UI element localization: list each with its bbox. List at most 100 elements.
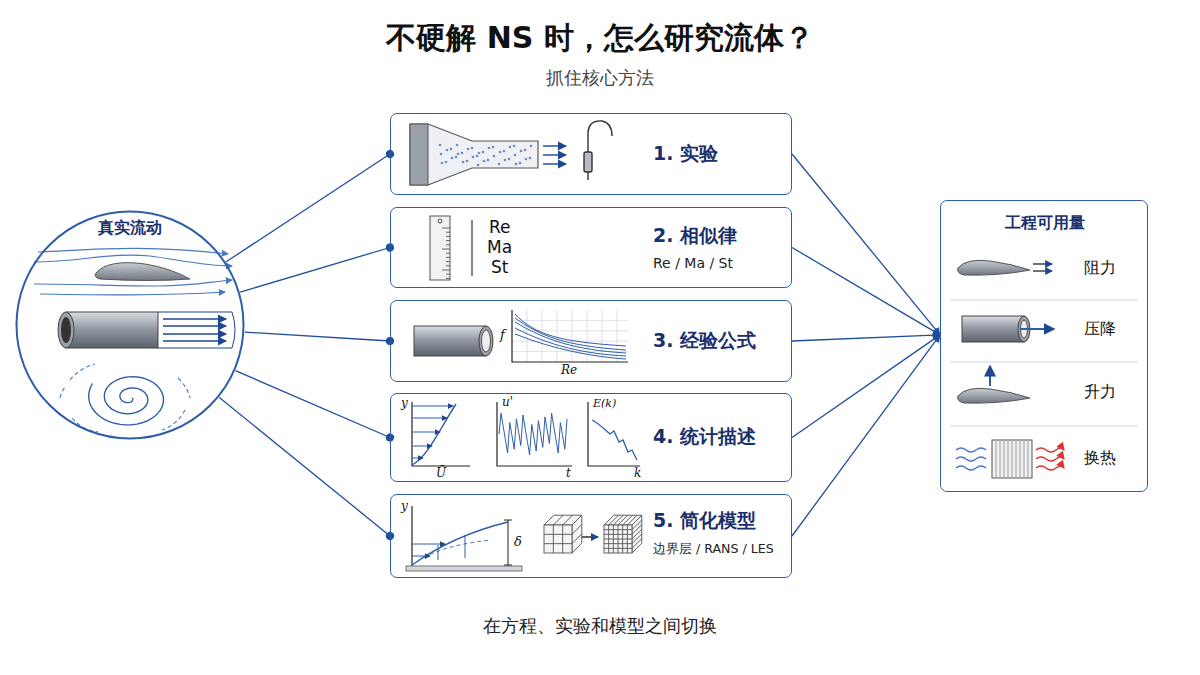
art-line [950,362,1138,363]
art-path [956,448,986,452]
streamlines [34,248,232,295]
art-path [1036,466,1064,470]
art-g [439,144,533,167]
art-line [543,154,566,156]
art-line [465,535,466,558]
node-text: 升力 [1084,382,1116,401]
art-line [412,432,440,433]
connector [792,154,940,335]
seed-dot [461,152,464,155]
art-line [989,366,991,386]
art-line [1033,270,1052,271]
cube-grid [613,515,623,525]
ruler-tick [442,228,450,229]
seed-dot [462,161,465,164]
art-path [38,248,228,254]
caption: 在方程、实验和模型之间切换 [0,614,1200,638]
seed-dot [529,157,532,160]
cube-grid [562,525,563,553]
seed-dot [504,159,507,162]
art-path [1036,457,1064,461]
method-box: 5. 简化模型边界层 / RANS / LES [390,494,792,578]
art-path [592,420,637,460]
seed-dot [456,144,459,147]
node-text: 边界层 / RANS / LES [653,541,774,556]
art-line [163,333,226,335]
cube-front [544,525,572,553]
connector [792,248,940,335]
pipe-small [414,326,493,356]
art-rect [992,440,1032,478]
fin [1012,441,1013,477]
cube-grid [632,525,642,535]
seed-dot [483,160,486,163]
seed-dot [440,153,443,156]
fin [996,441,997,477]
axis-label: Re [561,364,577,377]
ruler-tick [446,274,450,275]
ruler-tick [446,261,450,262]
art-line [163,318,226,320]
art-rect [962,316,1024,342]
art-g [996,441,1028,477]
cube-grid [632,520,642,530]
method-box: 4. 统计描述 [390,393,792,482]
art-path [412,402,470,466]
seed-dot [441,162,444,165]
seed-dot [446,149,449,152]
axis-label: f [500,328,505,342]
node-text: 阻力 [1084,258,1116,277]
connector [236,371,391,438]
fin [1016,441,1017,477]
grid-line [527,310,528,362]
seed-dot [445,161,448,164]
art-line [163,325,226,327]
seed-dot [508,158,511,161]
airfoil [95,263,190,281]
seed-dot [467,148,470,151]
art-path [412,522,508,565]
title: 不硬解 NS 时，怎么研究流体？ [0,18,1200,59]
axis-label: y [401,397,408,410]
seed-dot [509,146,512,149]
art-path [515,328,626,356]
node-text: 压降 [1084,319,1116,338]
seed-dot [519,162,522,165]
grid-cubes [544,515,642,553]
seed-dot [513,145,516,148]
seed-dot [478,152,481,155]
axis-label: y [401,500,408,513]
ruler-tick [446,236,450,237]
pipe [58,312,235,348]
seed-dot [450,148,453,151]
seed-dot [466,160,469,163]
art-line [1033,263,1052,264]
art-path [512,310,628,362]
axis-label: St [491,258,508,277]
seed-dot [503,150,506,153]
seed-dot [472,156,475,159]
seed-dot [476,155,479,158]
art-path [958,388,1030,403]
seed-dot [499,151,502,154]
art-line [412,446,432,447]
art-rect [410,124,428,185]
connector [792,335,940,438]
fluctuation-plot [497,402,572,466]
art-path [956,466,986,470]
fin [1020,441,1021,477]
seed-dot [457,153,460,156]
seed-dot [477,164,480,167]
art-line [163,340,226,342]
seed-dot [525,158,528,161]
fin [1004,441,1005,477]
cube-grid [572,534,582,544]
art-path [958,260,1030,275]
subtitle: 抓住核心方法 [546,68,654,88]
node-heading: 3. 经验公式 [653,329,756,352]
grid-line [617,310,618,362]
art-path [34,280,232,286]
seed-dot [439,144,442,147]
axis-label: t [566,467,571,480]
connector [219,398,390,537]
